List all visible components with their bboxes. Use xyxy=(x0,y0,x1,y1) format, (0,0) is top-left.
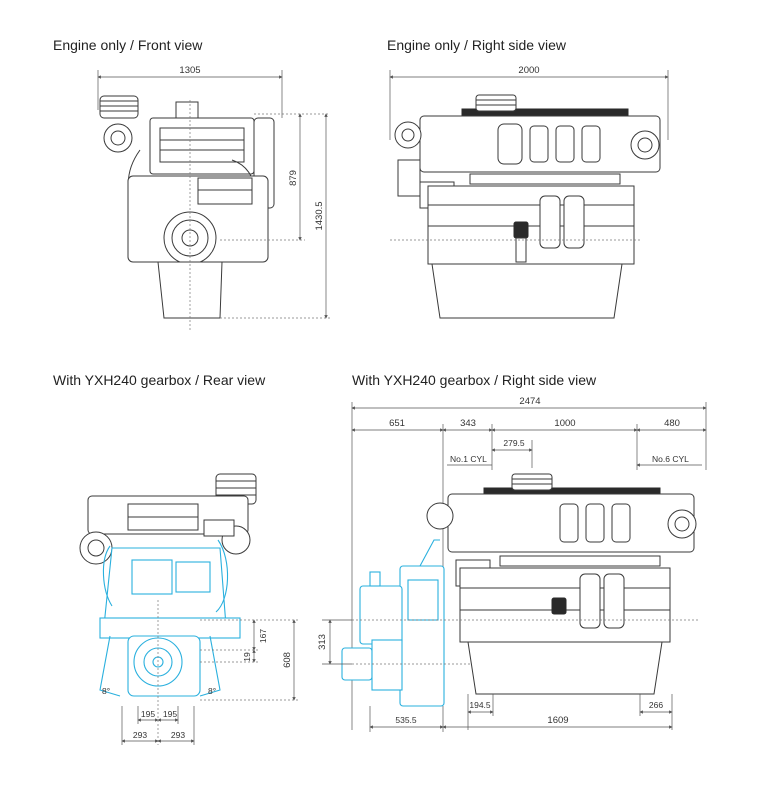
rear-outer-left-label: 293 xyxy=(133,730,147,740)
front-height-upper-label: 879 xyxy=(288,170,299,186)
rear-angle-left-label: 8° xyxy=(102,686,110,696)
gearbox-seg3-label: 1000 xyxy=(554,418,575,429)
gearbox-seg2-label: 343 xyxy=(460,418,476,429)
gearbox-b2-label: 266 xyxy=(649,700,663,710)
no6-cyl-label: No.6 CYL xyxy=(652,454,689,464)
right-view-drawing: 2000 xyxy=(389,65,669,319)
right-length-label: 2000 xyxy=(518,65,539,76)
front-view-drawing: 1305 879 1430.5 xyxy=(97,65,330,330)
gearbox-shaft-height-label: 313 xyxy=(317,634,328,650)
front-view-title: Engine only / Front view xyxy=(53,37,203,53)
no1-cyl-label: No.1 CYL xyxy=(450,454,487,464)
rear-view-title: With YXH240 gearbox / Rear view xyxy=(53,372,266,388)
gearbox-b1-label: 194.5 xyxy=(469,700,491,710)
rear-h3-label: 608 xyxy=(282,652,293,668)
front-width-label: 1305 xyxy=(179,65,200,76)
right-view-title: Engine only / Right side view xyxy=(387,37,566,53)
rear-angle-right-label: 8° xyxy=(208,686,216,696)
rear-inner-left-label: 195 xyxy=(141,709,155,719)
right-gearbox-view-drawing: 2474 651 343 1000 480 279.5 No.1 CYL No.… xyxy=(317,396,707,732)
gearbox-b4-label: 1609 xyxy=(547,715,568,726)
rear-h1-label: 167 xyxy=(258,629,268,643)
rear-inner-right-label: 195 xyxy=(163,709,177,719)
rear-h2-label: 19 xyxy=(242,652,252,662)
gearbox-total-label: 2474 xyxy=(519,396,540,407)
front-height-total-label: 1430.5 xyxy=(314,201,325,230)
gearbox-seg4-label: 480 xyxy=(664,418,680,429)
gearbox-seg1-label: 651 xyxy=(389,418,405,429)
rear-view-drawing: 8° 8° 167 19 608 195 195 293 293 xyxy=(79,473,300,745)
rear-outer-right-label: 293 xyxy=(171,730,185,740)
gearbox-cyl-offset-label: 279.5 xyxy=(503,438,525,448)
right-gearbox-view-title: With YXH240 gearbox / Right side view xyxy=(352,372,597,388)
gearbox-b3-label: 535.5 xyxy=(395,715,417,725)
